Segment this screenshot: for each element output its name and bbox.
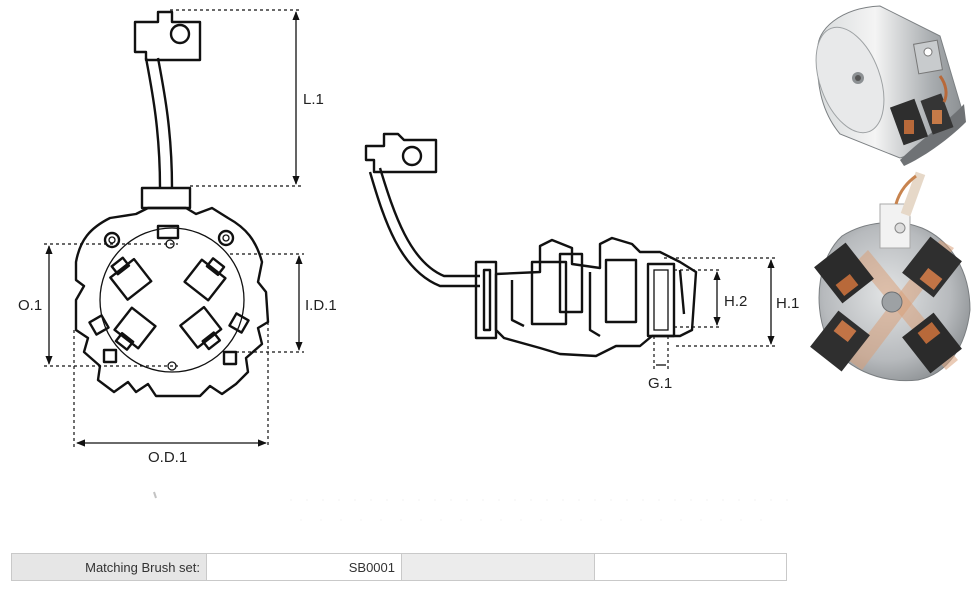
product-photo-side [815, 5, 966, 166]
matching-brush-set-value[interactable]: SB0001 [206, 553, 402, 581]
dim-label-od1: O.D.1 [148, 449, 187, 466]
dim-label-h1: H.1 [776, 295, 799, 312]
dim-label-g1: G.1 [648, 375, 672, 392]
front-view-brush-holder [74, 10, 270, 398]
side-view-dimensions: H.1 H.2 G.1 [648, 257, 799, 392]
technical-drawing: L.1 O.1 I.D.1 O.D.1 H.1 [18, 5, 971, 521]
front-view-dimensions: L.1 O.1 I.D.1 O.D.1 [18, 9, 337, 466]
matching-brush-set-label: Matching Brush set: [11, 553, 207, 581]
dim-label-o1: O.1 [18, 297, 42, 314]
matching-brush-set-table: Matching Brush set: SB0001 [11, 553, 787, 581]
empty-cell [401, 553, 595, 581]
dim-label-h2: H.2 [724, 293, 747, 310]
product-photo-front [810, 171, 971, 382]
scan-artifacts [153, 491, 800, 521]
table-row: Matching Brush set: SB0001 [11, 553, 787, 581]
dim-label-id1: I.D.1 [305, 297, 337, 314]
side-view-brush-holder [364, 132, 698, 358]
dim-label-l1: L.1 [303, 91, 324, 108]
empty-cell [593, 553, 787, 581]
